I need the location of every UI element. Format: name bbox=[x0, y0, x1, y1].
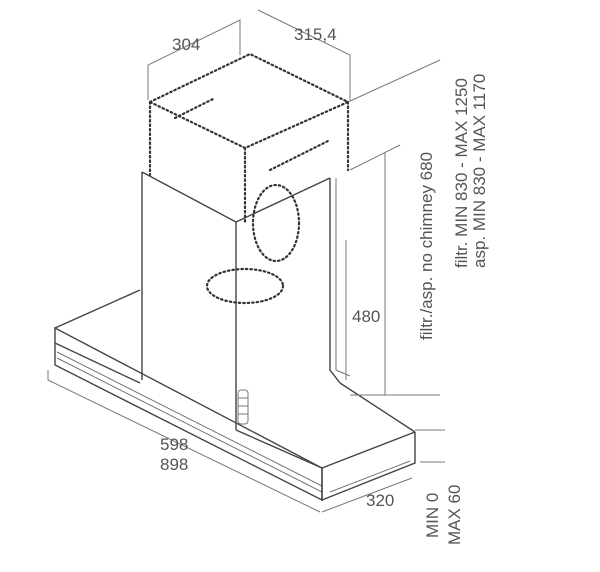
label-no-chimney: filtr./asp. no chimney 680 bbox=[417, 152, 436, 340]
dimension-lines bbox=[47, 9, 445, 513]
label-chimney-width: 304 bbox=[172, 35, 200, 54]
label-lower-height: 480 bbox=[352, 307, 380, 326]
control-buttons bbox=[237, 389, 249, 425]
hood-body bbox=[141, 171, 351, 430]
label-hood-width-1: 598 bbox=[160, 435, 188, 454]
hood-canopy bbox=[54, 289, 416, 502]
label-max: MAX 60 bbox=[445, 485, 464, 545]
label-hood-depth: 320 bbox=[366, 491, 394, 510]
label-chimney-depth: 315,4 bbox=[294, 25, 337, 44]
label-height-aspiration: asp. MIN 830 - MAX 1170 bbox=[470, 74, 489, 268]
label-min: MIN 0 bbox=[423, 493, 442, 538]
label-height-filter: filtr. MIN 830 - MAX 1250 bbox=[452, 78, 471, 268]
upper-chimney-dotted bbox=[147, 52, 351, 305]
label-hood-width-2: 898 bbox=[160, 455, 188, 474]
